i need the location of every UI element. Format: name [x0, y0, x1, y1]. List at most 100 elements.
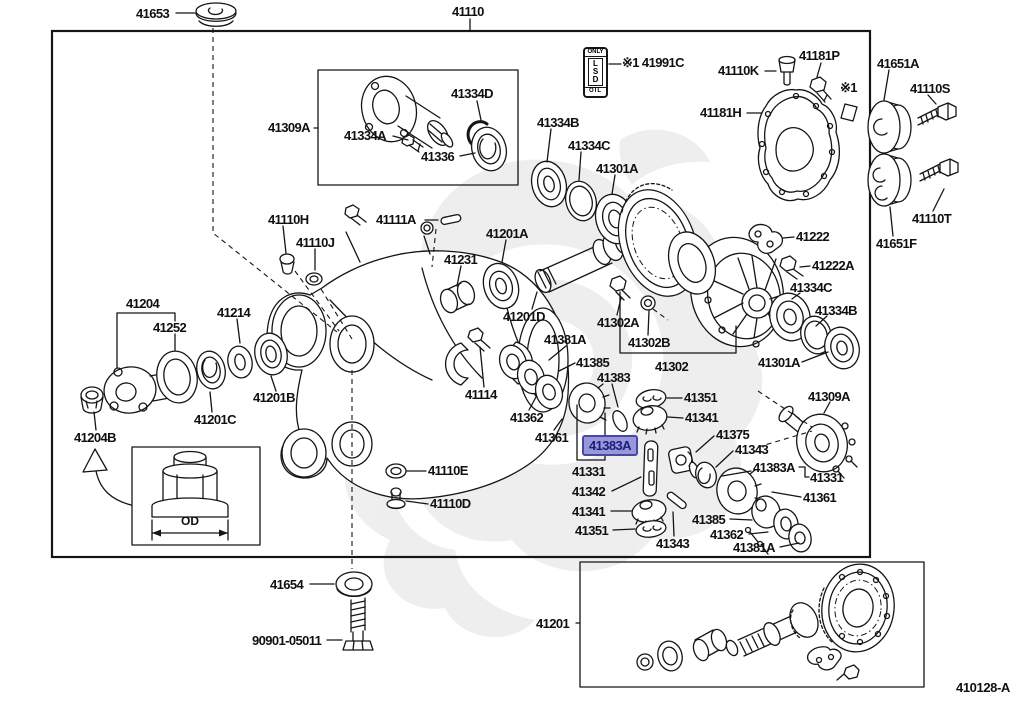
part-label-41309A[interactable]: 41309A — [808, 389, 851, 404]
part-label-41383A[interactable]: 41383A — [753, 460, 796, 475]
part-label-41343[interactable]: 41343 — [735, 442, 769, 457]
part-washer-41654 — [335, 571, 373, 597]
part-label-41231[interactable]: 41231 — [444, 252, 478, 267]
part-label-41334B[interactable]: 41334B — [537, 115, 580, 130]
part-label-41381A[interactable]: 41381A — [733, 540, 776, 555]
part-label-41204[interactable]: 41204 — [126, 296, 160, 311]
subassembly-box-41201 — [579, 561, 925, 688]
part-label-41201C[interactable]: 41201C — [194, 412, 237, 427]
part-gasket-41110j — [305, 272, 323, 286]
part-label-41375[interactable]: 41375 — [716, 427, 750, 442]
part-label-41110E[interactable]: 41110E — [428, 463, 468, 478]
part-label-41341[interactable]: 41341 — [685, 410, 719, 425]
part-label-41110J[interactable]: 41110J — [296, 235, 335, 250]
part-label-41201[interactable]: 41201 — [536, 616, 570, 631]
part-label-41181H[interactable]: 41181H — [700, 105, 742, 120]
part-washer-41381a-right — [788, 523, 812, 553]
part-label-41385[interactable]: 41385 — [576, 355, 610, 370]
part-label-41651A[interactable]: 41651A — [877, 56, 920, 71]
part-shim-tag — [840, 103, 858, 122]
od-dimension-label: OD — [181, 514, 199, 528]
part-label-※1[interactable]: ※1 — [840, 80, 858, 95]
inset-box-locknut — [131, 446, 261, 546]
part-mount-cushion-41651a — [867, 100, 912, 154]
part-thrust-washers-left — [498, 344, 564, 410]
part-label-41385[interactable]: 41385 — [692, 512, 726, 527]
part-label-41351[interactable]: 41351 — [684, 390, 718, 405]
part-label-※1 41991C[interactable]: ※1 41991C — [622, 55, 684, 70]
part-side-bearing-41301a-right — [824, 326, 860, 370]
part-label-41351[interactable]: 41351 — [575, 523, 609, 538]
part-label-41301A[interactable]: 41301A — [758, 355, 801, 370]
part-side-bearing-41334c-right — [769, 292, 811, 342]
part-label-41252[interactable]: 41252 — [153, 320, 187, 335]
part-breather-plug-41110k — [778, 55, 796, 86]
part-label-41110T[interactable]: 41110T — [912, 211, 952, 226]
part-label-41309A[interactable]: 41309A — [268, 120, 311, 135]
part-label-41341[interactable]: 41341 — [572, 504, 606, 519]
main-border — [50, 29, 872, 559]
reference-arrow — [82, 448, 132, 506]
part-label-41334D[interactable]: 41334D — [451, 86, 494, 101]
part-washer-41383 — [612, 410, 628, 432]
part-label-41343[interactable]: 41343 — [656, 536, 690, 551]
part-label-41361[interactable]: 41361 — [803, 490, 837, 505]
part-final-gear-kit-41201 — [636, 563, 895, 681]
part-bolt-90901-05011 — [342, 597, 374, 651]
part-label-41383[interactable]: 41383 — [597, 370, 631, 385]
part-label-41302A[interactable]: 41302A — [597, 315, 640, 330]
part-side-gear-shaft-41309a — [360, 75, 454, 149]
part-label-41111A[interactable]: 41111A — [376, 212, 416, 227]
part-label-41201D[interactable]: 41201D — [503, 309, 546, 324]
part-label-41336[interactable]: 41336 — [421, 149, 455, 164]
part-label-41110D[interactable]: 41110D — [430, 496, 471, 511]
part-label-90901-05011[interactable]: 90901-05011 — [252, 633, 322, 648]
part-label-41331[interactable]: 41331 — [810, 470, 844, 485]
part-spacer-block-41375 — [668, 446, 694, 474]
part-label-41114[interactable]: 41114 — [465, 387, 497, 402]
part-label-41331[interactable]: 41331 — [572, 464, 606, 479]
part-label-41301A[interactable]: 41301A — [596, 161, 639, 176]
part-washer-41214 — [227, 345, 253, 379]
part-label-41110H[interactable]: 41110H — [268, 212, 309, 227]
part-bolt-41222a — [779, 255, 804, 280]
part-label-41110[interactable]: 41110 — [452, 4, 484, 19]
part-label-41201B[interactable]: 41201B — [253, 390, 296, 405]
part-label-41334C[interactable]: 41334C — [790, 280, 833, 295]
part-label-41651F[interactable]: 41651F — [876, 236, 917, 251]
part-front-bearing-41201a — [482, 262, 520, 310]
part-label-41222[interactable]: 41222 — [796, 229, 830, 244]
part-lock-nut-inset — [151, 450, 229, 541]
part-label-41302B[interactable]: 41302B — [628, 335, 671, 350]
part-label-41362[interactable]: 41362 — [710, 527, 744, 542]
part-label-41654[interactable]: 41654 — [270, 577, 304, 592]
part-oil-seal-41201c — [196, 350, 226, 390]
part-label-41334C[interactable]: 41334C — [568, 138, 611, 153]
part-straight-pin-41343 — [666, 491, 687, 510]
part-pinion-shaft-41342 — [642, 440, 659, 497]
part-label-41334A[interactable]: 41334A — [344, 128, 387, 143]
part-label-41334B[interactable]: 41334B — [815, 303, 858, 318]
part-label-41381A[interactable]: 41381A — [544, 332, 587, 347]
part-label-41110K[interactable]: 41110K — [718, 63, 759, 78]
part-label-41214[interactable]: 41214 — [217, 305, 251, 320]
part-stud-bolt-top — [344, 204, 434, 235]
part-rear-cover-41181h — [757, 88, 841, 202]
part-label-41302[interactable]: 41302 — [655, 359, 689, 374]
part-label-41222A[interactable]: 41222A — [812, 258, 855, 273]
part-label-41361[interactable]: 41361 — [535, 430, 569, 445]
part-label-41653[interactable]: 41653 — [136, 6, 170, 21]
part-label-41110S[interactable]: 41110S — [910, 81, 950, 96]
part-washer-41343-right — [688, 461, 717, 489]
part-dust-deflector-41252 — [156, 350, 198, 404]
part-label-41201A[interactable]: 41201A — [486, 226, 529, 241]
part-label-41204B[interactable]: 41204B — [74, 430, 117, 445]
part-label-41362[interactable]: 41362 — [510, 410, 544, 425]
part-label-41342[interactable]: 41342 — [572, 484, 606, 499]
part-label-41181P[interactable]: 41181P — [799, 48, 840, 63]
part-label-41383A-selected[interactable]: 41383A — [582, 435, 638, 456]
